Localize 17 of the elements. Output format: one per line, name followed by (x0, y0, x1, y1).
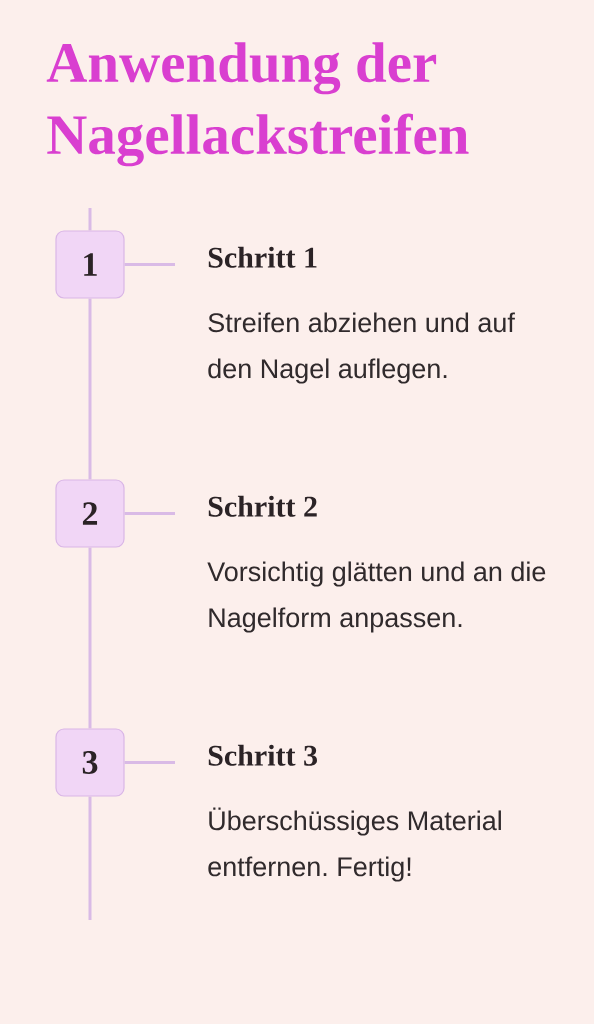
connector-line (124, 512, 175, 515)
timeline-line (88, 796, 92, 920)
step-heading: Schritt 3 (208, 744, 317, 766)
step-description: Streifen abziehen und auf den Nagel auflegen. (208, 312, 515, 384)
connector-line (124, 761, 175, 764)
timeline-line (88, 547, 92, 729)
step-number-box: 1 (55, 230, 125, 299)
step-description: Überschüssiges Material entfernen. Fertig! (208, 807, 501, 882)
step-heading: Schritt 1 (208, 246, 317, 268)
title: Anwendung der Nagellackstreifen (46, 42, 469, 167)
timeline-line (88, 298, 92, 480)
step-number-box: 2 (55, 479, 125, 548)
step-description: Vorsichtig glätten und an die Nagelform anpassen. (207, 561, 546, 633)
connector-line (124, 263, 175, 266)
step-number-box: 3 (55, 728, 125, 797)
timeline-line (88, 208, 92, 231)
step-heading: Schritt 2 (208, 495, 317, 517)
